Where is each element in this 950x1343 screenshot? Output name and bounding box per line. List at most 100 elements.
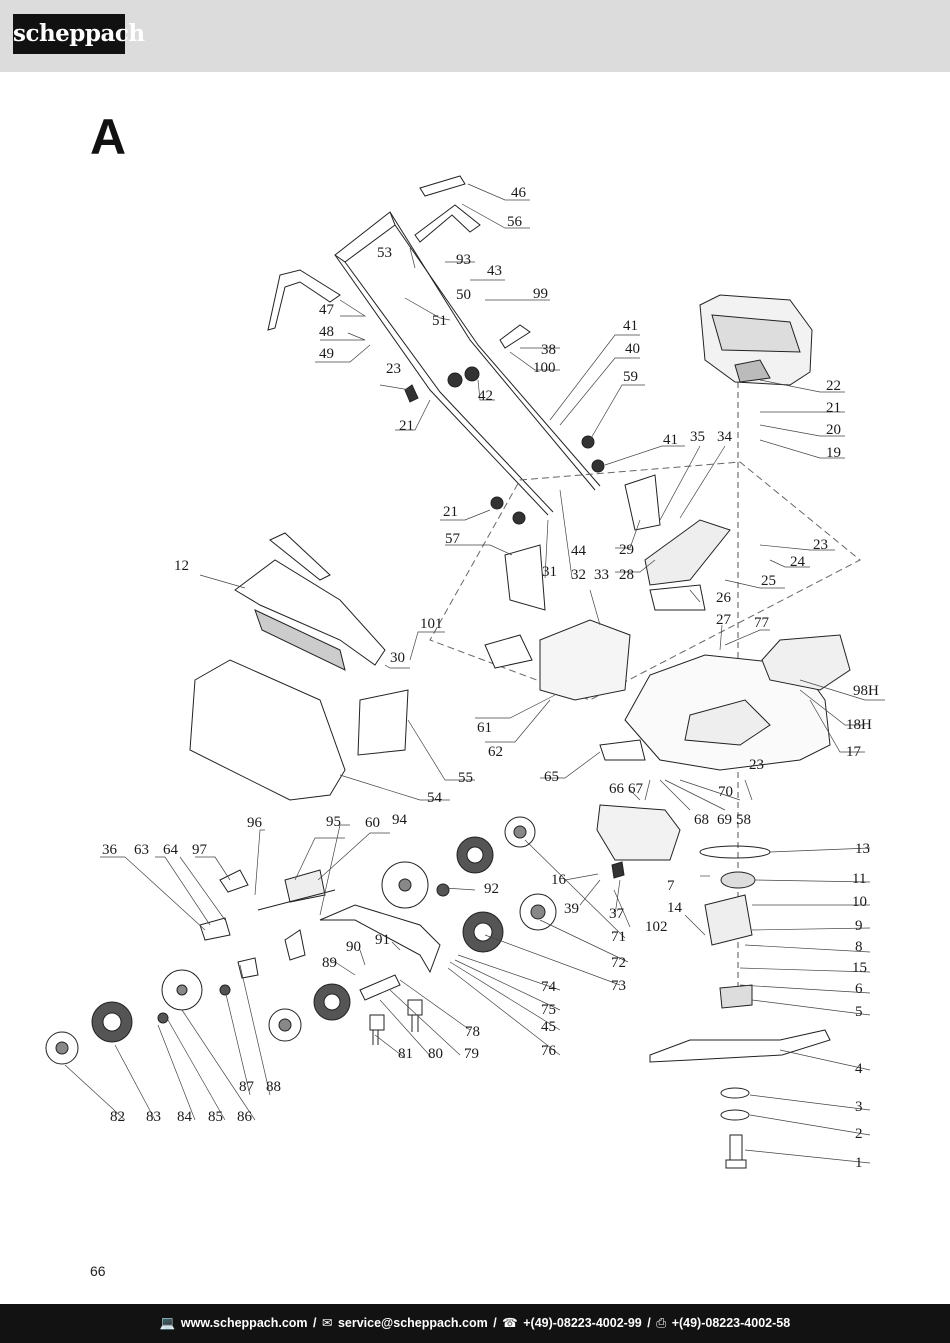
part-label: 84	[177, 1109, 193, 1125]
part-label: 92	[484, 881, 499, 897]
part-label: 32	[571, 567, 586, 583]
part-label: 34	[717, 429, 733, 445]
diagram-drawing	[45, 175, 861, 1169]
part-label: 7	[667, 878, 675, 894]
computer-icon: 💻	[159, 1316, 176, 1330]
part-label: 19	[826, 445, 841, 461]
part-label: 74	[541, 979, 557, 995]
part-label: 102	[645, 919, 668, 935]
part-label: 28	[619, 567, 634, 583]
part-label: 96	[247, 815, 263, 831]
part-label: 33	[594, 567, 609, 583]
part-label: 57	[445, 531, 461, 547]
page-header: scheppach	[0, 0, 950, 72]
part-label: 85	[208, 1109, 223, 1125]
part-label: 59	[623, 369, 638, 385]
scheppach-logo: scheppach	[13, 14, 145, 54]
page-number: 66	[90, 1263, 106, 1279]
part-label: 79	[464, 1046, 479, 1062]
part-label: 65	[544, 769, 559, 785]
part-label: 21	[443, 504, 458, 520]
part-label: 78	[465, 1024, 480, 1040]
part-label: 71	[611, 929, 626, 945]
email-link[interactable]: service@scheppach.com	[337, 1316, 488, 1330]
exploded-parts-diagram: 1 2 3 4 5 6 7 8 9 10 11 12 13 14 15 16 1…	[45, 175, 885, 1171]
part-label: 5	[855, 1004, 863, 1020]
part-label: 80	[428, 1046, 443, 1062]
part-label: 26	[716, 590, 732, 606]
part-label: 23	[813, 537, 828, 553]
part-label: 46	[511, 185, 527, 201]
part-label: 97	[192, 842, 208, 858]
part-label: 41	[663, 432, 678, 448]
separator: /	[647, 1316, 651, 1330]
part-label: 21	[826, 400, 841, 416]
part-label: 70	[718, 784, 733, 800]
website-link[interactable]: www.scheppach.com	[180, 1316, 308, 1330]
fax-number: +(49)-08223-4002-58	[671, 1316, 791, 1330]
part-label: 15	[852, 960, 867, 976]
part-label: 50	[456, 287, 471, 303]
part-label: 30	[390, 650, 405, 666]
part-label: 83	[146, 1109, 161, 1125]
part-label: 40	[625, 341, 640, 357]
part-label: 95	[326, 814, 341, 830]
part-label: 45	[541, 1019, 556, 1035]
part-label: 100	[533, 360, 556, 376]
part-label: 31	[542, 564, 557, 580]
part-label: 41	[623, 318, 638, 334]
part-label: 22	[826, 378, 841, 394]
part-label: 91	[375, 932, 390, 948]
part-label: 35	[690, 429, 705, 445]
part-label: 27	[716, 612, 732, 628]
telephone-icon: ☎	[502, 1316, 518, 1330]
part-label: 94	[392, 812, 408, 828]
part-label: 17	[846, 744, 862, 760]
part-label: 14	[667, 900, 683, 916]
part-label: 37	[609, 906, 625, 922]
phone-number: +(49)-08223-4002-99	[523, 1316, 642, 1330]
part-label: 38	[541, 342, 556, 358]
part-label: 8	[855, 939, 863, 955]
part-label: 20	[826, 422, 841, 438]
leader-lines	[64, 183, 885, 1164]
part-label: 56	[507, 214, 523, 230]
part-label: 82	[110, 1109, 125, 1125]
part-label: 62	[488, 744, 503, 760]
part-label: 3	[855, 1099, 863, 1115]
part-label: 13	[855, 841, 870, 857]
part-label: 67	[628, 781, 644, 797]
part-label: 75	[541, 1002, 556, 1018]
part-label: 1	[855, 1155, 863, 1171]
part-label: 66	[609, 781, 625, 797]
part-label: 42	[478, 388, 493, 404]
part-label: 73	[611, 978, 626, 994]
part-label: 55	[458, 770, 473, 786]
part-label: 53	[377, 245, 392, 261]
part-label: 23	[749, 757, 764, 773]
part-label: 60	[365, 815, 380, 831]
part-number-labels: 1 2 3 4 5 6 7 8 9 10 11 12 13 14 15 16 1…	[102, 185, 879, 1171]
part-label: 43	[487, 263, 502, 279]
part-label: 98H	[853, 683, 879, 699]
part-label: 25	[761, 573, 776, 589]
part-label: 61	[477, 720, 492, 736]
part-label: 23	[386, 361, 401, 377]
part-label: 69	[717, 812, 732, 828]
part-label: 48	[319, 324, 334, 340]
part-label: 88	[266, 1079, 281, 1095]
part-label: 51	[432, 313, 447, 329]
part-label: 36	[102, 842, 118, 858]
part-label: 89	[322, 955, 337, 971]
part-label: 47	[319, 302, 335, 318]
part-label: 2	[855, 1126, 863, 1142]
part-label: 21	[399, 418, 414, 434]
part-label: 54	[427, 790, 443, 806]
separator: /	[493, 1316, 497, 1330]
part-label: 12	[174, 558, 189, 574]
part-label: 87	[239, 1079, 255, 1095]
part-label: 16	[551, 872, 567, 888]
part-label: 39	[564, 901, 579, 917]
contact-footer: 💻 www.scheppach.com / ✉ service@scheppac…	[0, 1304, 950, 1343]
part-label: 9	[855, 918, 863, 934]
